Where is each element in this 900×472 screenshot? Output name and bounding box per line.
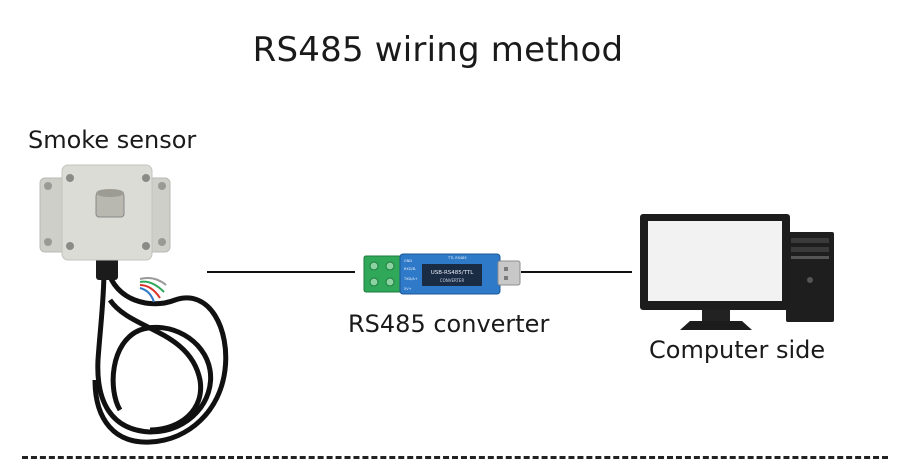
converter-label: RS485 converter bbox=[348, 310, 550, 338]
converter-pin-5v: 5V+ bbox=[404, 287, 412, 291]
sensor-label: Smoke sensor bbox=[28, 126, 197, 154]
link-converter-computer bbox=[521, 271, 632, 273]
converter-sub-text: CONVERTER bbox=[440, 278, 465, 283]
converter-pin-gnd: GND bbox=[404, 259, 412, 263]
diagram-title: RS485 wiring method bbox=[252, 30, 624, 70]
sensor-cable bbox=[92, 269, 229, 445]
converter-pin-txd: TXD/A+ bbox=[403, 277, 418, 281]
computer-image bbox=[640, 214, 834, 330]
rs485-converter-image: USB-RS485/TTL CONVERTER GND RXD/B- TXD/A… bbox=[363, 253, 521, 295]
converter-top-text: TTL RS485 bbox=[447, 256, 467, 260]
section-divider bbox=[22, 456, 888, 459]
link-sensor-converter bbox=[207, 271, 355, 273]
computer-label: Computer side bbox=[649, 336, 826, 364]
converter-pin-rxd: RXD/B- bbox=[404, 267, 417, 271]
converter-model-text: USB-RS485/TTL bbox=[431, 270, 475, 276]
